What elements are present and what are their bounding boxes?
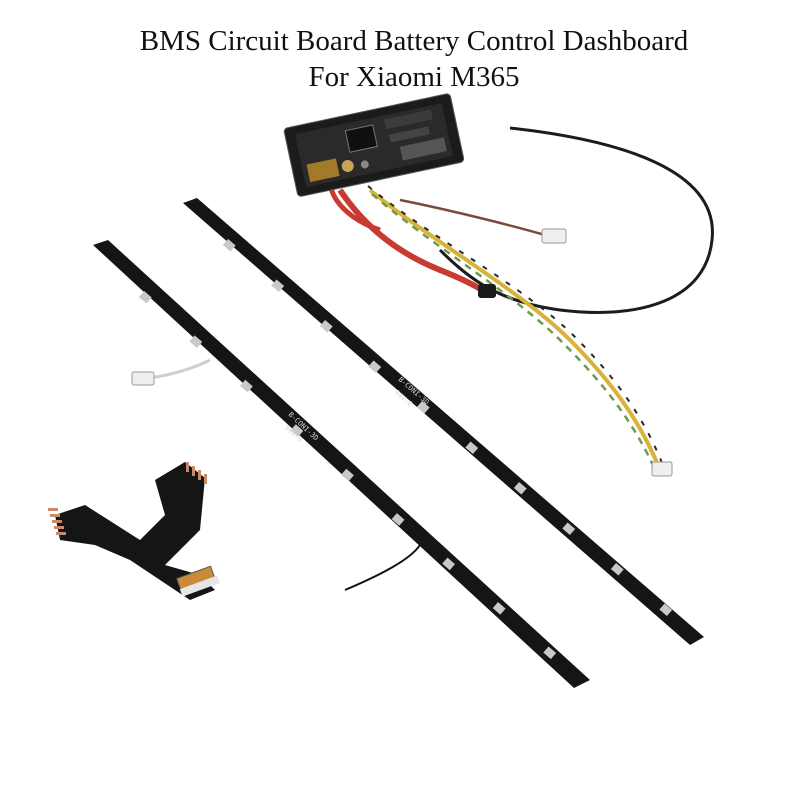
brown-wire <box>399 198 546 237</box>
led-pad <box>416 400 430 414</box>
led-pad <box>391 513 405 526</box>
led-pad <box>222 238 236 252</box>
led-pad <box>492 602 506 615</box>
led-pad <box>271 279 285 293</box>
short-board-connector <box>131 371 155 386</box>
led-pad <box>543 646 557 660</box>
black-wire-loop <box>438 126 714 314</box>
red-power-wire <box>337 188 487 295</box>
white-connector-small <box>651 461 673 477</box>
led-pad <box>368 360 382 374</box>
long-led-board: B-CONI-3D 94V-0 <box>183 198 704 645</box>
bms-chip <box>344 124 378 153</box>
white-connector-plug <box>541 228 567 244</box>
led-pad <box>610 562 624 576</box>
bms-assembly <box>283 93 714 477</box>
led-pad <box>290 424 304 437</box>
short-led-board: B-CONI-3D 94V-0 <box>93 240 590 688</box>
red-connector <box>478 284 496 298</box>
led-pad <box>442 557 456 571</box>
led-pad <box>659 603 673 617</box>
led-pad <box>239 379 253 393</box>
led-pad <box>189 335 203 348</box>
flex-ribbon-cable <box>48 462 221 600</box>
led-pad <box>341 468 354 482</box>
led-pad <box>138 290 152 304</box>
twisted-signal-cable <box>367 185 665 473</box>
led-pad <box>465 441 479 455</box>
led-pad <box>319 319 333 333</box>
led-pad <box>562 522 576 536</box>
product-title-line-1: BMS Circuit Board Battery Control Dashbo… <box>139 25 689 57</box>
antenna-wire <box>344 544 421 591</box>
led-pad <box>513 481 527 495</box>
product-title-line-2: For Xiaomi M365 <box>308 61 520 93</box>
